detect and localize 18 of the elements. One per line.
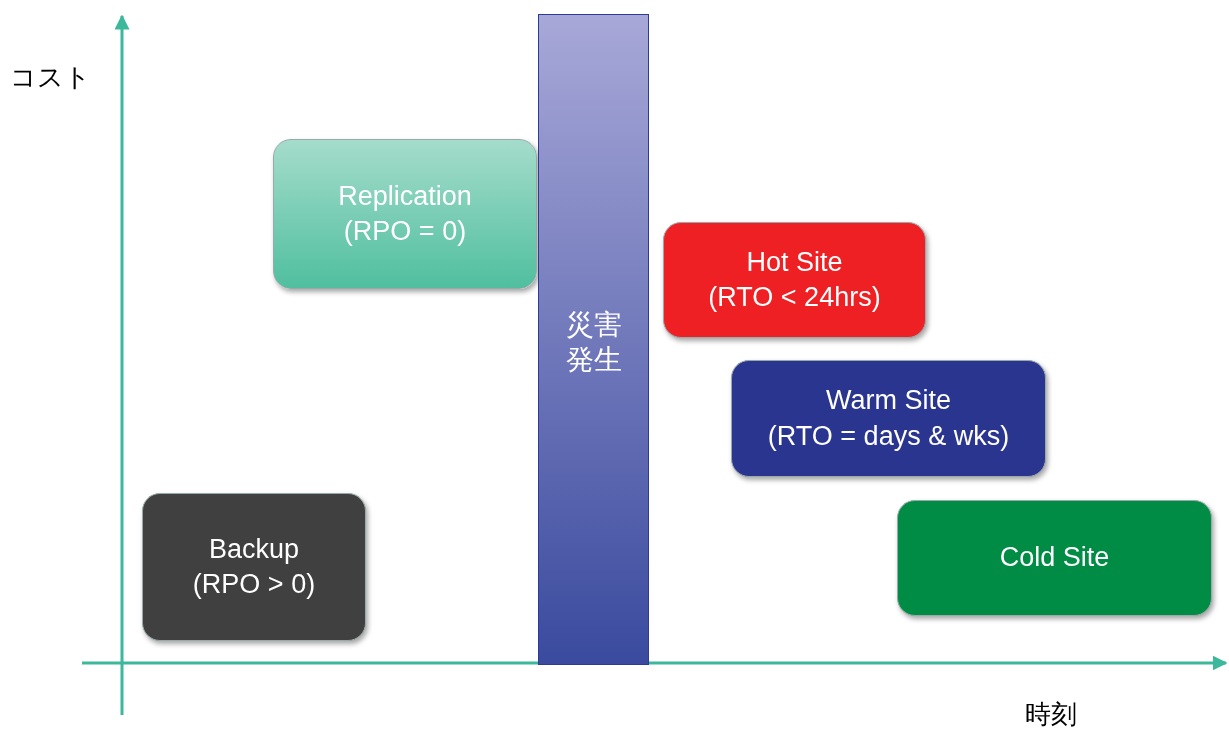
box-label: Cold Site bbox=[999, 541, 1110, 575]
category-box bbox=[663, 222, 926, 338]
category-box bbox=[142, 493, 366, 641]
box-label: Replication bbox=[338, 179, 472, 213]
event-label: 災害発生 bbox=[565, 308, 622, 377]
box-label: (RPO > 0) bbox=[192, 568, 316, 601]
box-label: (RTO < 24hrs) bbox=[708, 281, 881, 314]
box-label: (RTO = days & wks) bbox=[767, 419, 1010, 453]
category-box bbox=[273, 139, 537, 289]
box-label: (RPO = 0) bbox=[343, 215, 467, 248]
axis-label: コスト bbox=[10, 61, 91, 94]
category-box bbox=[897, 500, 1212, 616]
box-label: Backup bbox=[208, 532, 300, 566]
box-label: Warm Site bbox=[826, 384, 951, 418]
category-box bbox=[731, 360, 1046, 477]
box-label: Hot Site bbox=[746, 245, 843, 279]
axis-label: 時刻 bbox=[1025, 698, 1077, 731]
event-bar bbox=[538, 14, 649, 665]
